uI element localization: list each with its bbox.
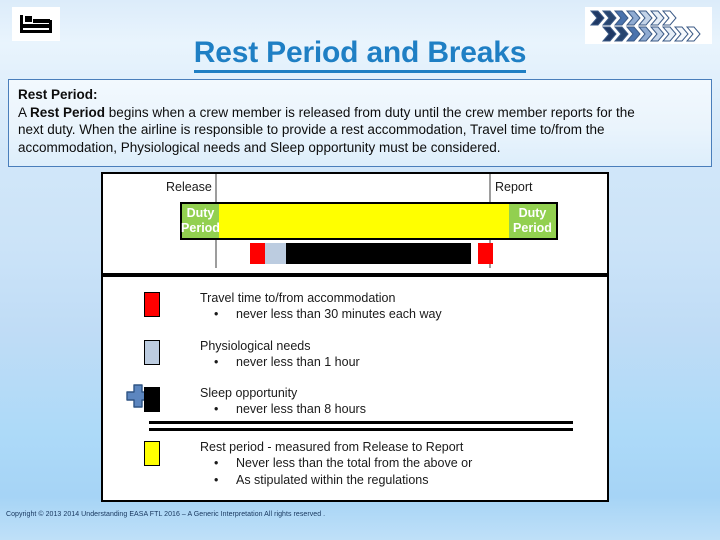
legend-panel: Travel time to/from accommodation • neve… [101, 275, 609, 502]
copyright-footer: Copyright © 2013 2014 Understanding EASA… [6, 511, 326, 518]
legend-swatch-cell [103, 338, 200, 365]
legend-swatch-cell [103, 290, 200, 317]
legend-bullet-travel-1: • never less than 30 minutes each way [200, 306, 611, 323]
legend-bullet-sleep-1: • never less than 8 hours [200, 401, 611, 418]
legend-title-rest-period: Rest period - measured from Release to R… [200, 440, 464, 454]
legend-text-travel: Travel time to/from accommodation • neve… [200, 290, 611, 323]
definition-line-1-bold: Rest Period [30, 104, 106, 120]
legend-row-rest-period: Rest period - measured from Release to R… [103, 439, 611, 489]
legend-swatch-sleep [143, 387, 160, 412]
bullet-glyph: • [214, 402, 219, 416]
bullet-glyph: • [214, 307, 219, 321]
legend-title-physiological: Physiological needs [200, 339, 311, 353]
legend-swatch-physiological [143, 340, 160, 365]
legend-title-travel: Travel time to/from accommodation [200, 291, 396, 305]
release-label: Release [166, 180, 212, 194]
legend-text-physiological: Physiological needs • never less than 1 … [200, 338, 611, 371]
sum-divider [149, 421, 573, 431]
legend-bullet-sleep-1-text: never less than 8 hours [236, 402, 366, 416]
report-label: Report [495, 180, 533, 194]
chevron-arrows-decoration [585, 7, 712, 44]
legend-title-sleep: Sleep opportunity [200, 386, 298, 400]
legend-text-rest-period: Rest period - measured from Release to R… [200, 439, 611, 489]
duty-right-line-2: Period [513, 221, 552, 235]
sum-divider-line-1 [149, 421, 573, 424]
bullet-glyph: • [214, 456, 219, 470]
definition-box: Rest Period: A Rest Period begins when a… [8, 79, 712, 167]
legend-bullet-rest-1: • Never less than the total from the abo… [200, 455, 611, 472]
legend-bullet-physiological-1-text: never less than 1 hour [236, 355, 360, 369]
legend-swatch-cell [103, 385, 200, 412]
definition-line-1-post: begins when a crew member is released fr… [105, 104, 635, 120]
duty-right-line-1: Duty [518, 206, 547, 220]
plus-icon [125, 383, 151, 409]
legend-bullet-rest-1-text: Never less than the total from the above… [236, 456, 473, 470]
definition-line-3: accommodation, Physiological needs and S… [18, 139, 501, 155]
definition-heading: Rest Period: [18, 87, 98, 102]
bullet-glyph: • [214, 355, 219, 369]
definition-line-2: next duty. When the airline is responsib… [18, 122, 605, 137]
definition-line-1-pre: A [18, 104, 31, 120]
segment-sleep-opportunity [286, 243, 471, 264]
rest-period-diagram: Release Report Duty Period Duty Period [101, 172, 609, 502]
legend-text-sleep: Sleep opportunity • never less than 8 ho… [200, 385, 611, 418]
legend-row-sleep-opportunity: Sleep opportunity • never less than 8 ho… [103, 385, 611, 418]
legend-bullet-rest-2-text: As stipulated within the regulations [236, 473, 429, 487]
page-title-text: Rest Period and Breaks [193, 36, 526, 73]
sum-divider-line-2 [149, 428, 573, 431]
segment-travel-in [478, 243, 493, 264]
duty-left-line-1: Duty [186, 206, 215, 220]
legend-swatch-travel [143, 292, 160, 317]
bullet-glyph: • [214, 473, 219, 487]
legend-bullet-rest-2: • As stipulated within the regulations [200, 472, 611, 489]
legend-row-travel-time: Travel time to/from accommodation • neve… [103, 290, 611, 323]
legend-bullet-travel-1-text: never less than 30 minutes each way [236, 307, 442, 321]
legend-swatch-cell [103, 439, 200, 466]
timeline-panel: Release Report Duty Period Duty Period [101, 172, 609, 275]
legend-swatch-rest-period [143, 441, 160, 466]
segment-physiological-needs [265, 243, 286, 264]
page-title: Rest Period and Breaks [0, 36, 720, 73]
definition-line-1: A Rest Period begins when a crew member … [18, 104, 702, 122]
rest-period-block [219, 204, 509, 238]
duty-period-block-left: Duty Period [181, 204, 220, 238]
duty-period-block-right: Duty Period [509, 204, 556, 238]
timeline-bar: Duty Period Duty Period [180, 202, 558, 240]
segment-travel-out [250, 243, 265, 264]
legend-row-physiological-needs: Physiological needs • never less than 1 … [103, 338, 611, 371]
legend-bullet-physiological-1: • never less than 1 hour [200, 354, 611, 371]
bed-icon [12, 7, 60, 41]
duty-left-line-2: Period [181, 221, 220, 235]
